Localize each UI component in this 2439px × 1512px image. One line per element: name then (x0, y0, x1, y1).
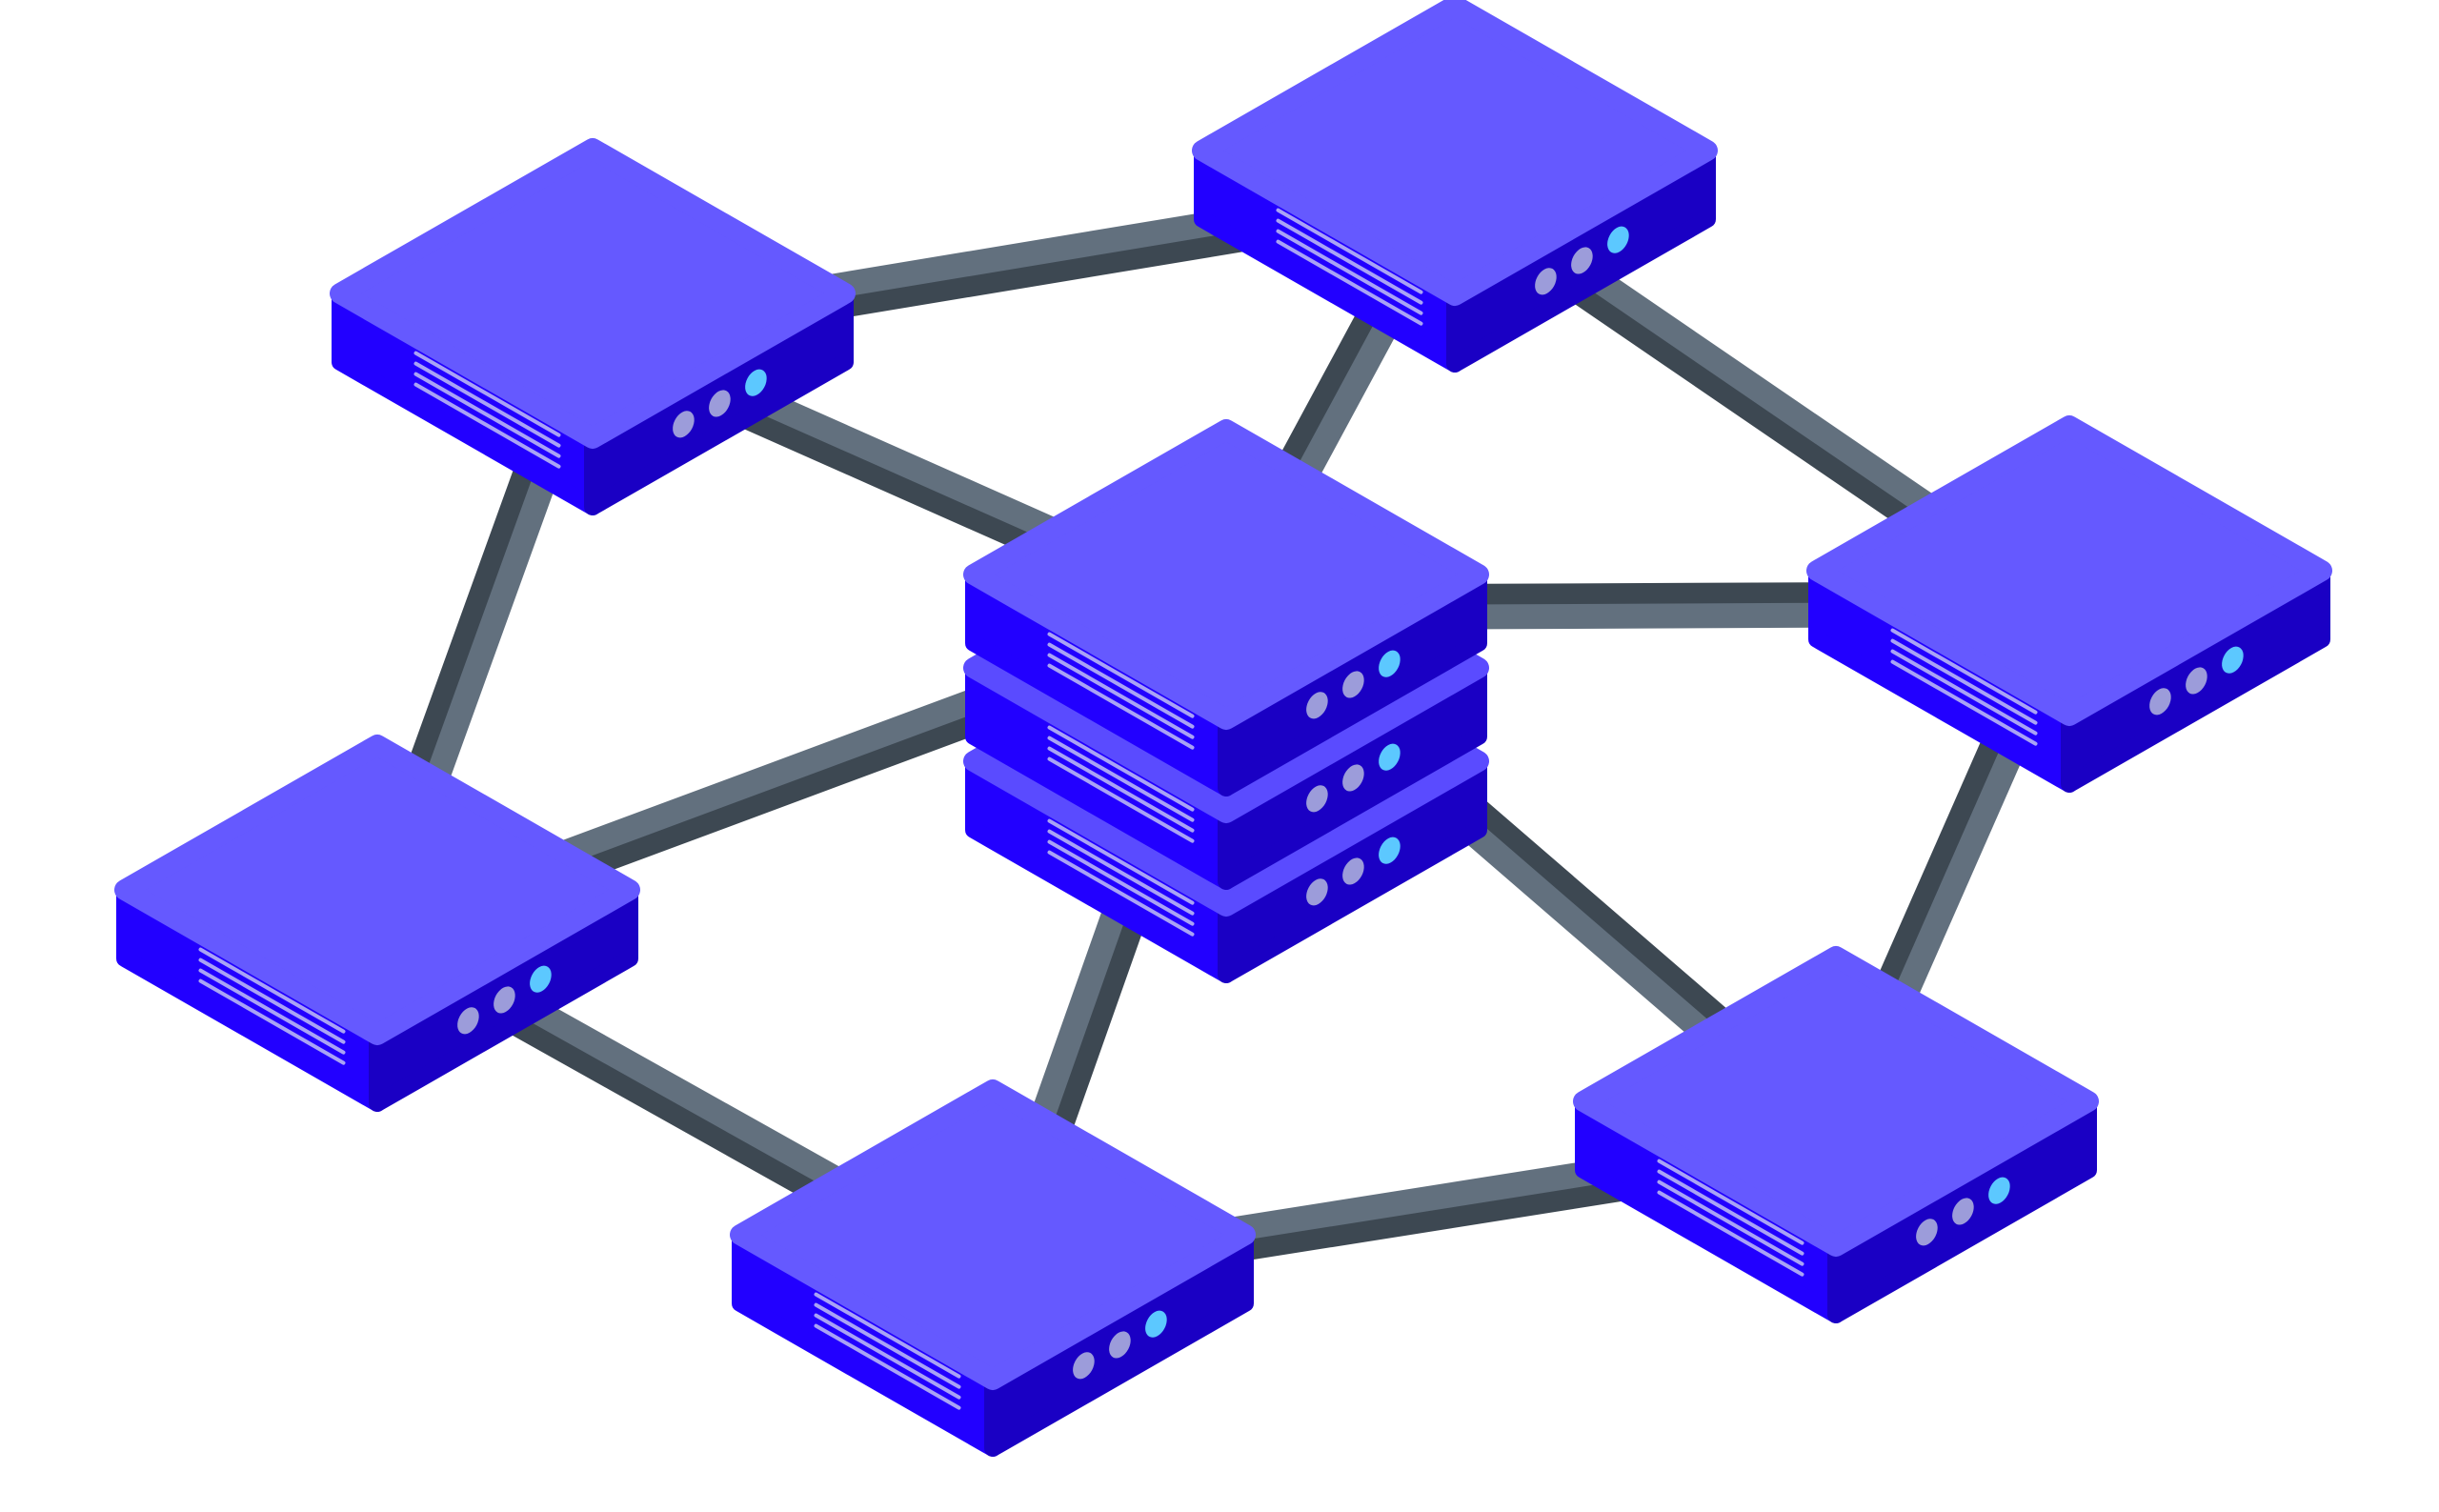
vent-stripe (1890, 638, 2038, 725)
vent-stripe (814, 1302, 961, 1389)
vent-stripe (814, 1292, 961, 1379)
status-led-idle (1073, 1352, 1095, 1380)
vent-stripe (198, 958, 346, 1044)
vent-stripe (198, 978, 346, 1065)
vent-stripe (1047, 642, 1195, 729)
status-led-active (1379, 650, 1401, 677)
vent-stripe (1890, 649, 2038, 736)
status-led-active (1988, 1177, 2010, 1204)
vent-stripe (1047, 746, 1195, 833)
vent-stripe (198, 968, 346, 1055)
status-led-active (2222, 646, 2244, 674)
status-led-active (745, 369, 767, 396)
status-led-idle (2149, 688, 2171, 716)
status-leds (1306, 743, 1401, 813)
vent-stripe (1047, 725, 1195, 812)
status-leds (1535, 226, 1629, 295)
status-leds (457, 965, 552, 1035)
router-icon (730, 1079, 1256, 1457)
vent-stripe (814, 1323, 961, 1410)
status-led-active (1607, 226, 1629, 253)
vent-stripe (413, 351, 561, 437)
status-led-idle (1306, 785, 1328, 813)
status-led-idle (1342, 671, 1364, 698)
vent-stripe (1276, 239, 1423, 326)
device-top-face (963, 419, 1489, 730)
vent-stripe (1047, 632, 1195, 718)
status-led-idle (1952, 1198, 1974, 1225)
status-leds (1306, 837, 1401, 906)
status-led-idle (457, 1007, 479, 1035)
device-top-face (114, 735, 640, 1045)
device-top-face (1806, 415, 2332, 726)
vent-stripe (1657, 1190, 1804, 1277)
status-led-active (1145, 1310, 1167, 1338)
status-leds (1306, 650, 1401, 719)
status-led-idle (673, 411, 695, 438)
vent-stripe (1890, 659, 2038, 746)
router-icon (330, 138, 856, 515)
node-bottom-center (730, 1079, 1256, 1457)
status-led-idle (1109, 1331, 1131, 1359)
status-led-idle (1916, 1219, 1938, 1246)
status-led-active (530, 965, 552, 993)
status-led-idle (1535, 268, 1557, 295)
vent-stripe (1047, 756, 1195, 843)
vent-stripe (814, 1313, 961, 1400)
node-right (1806, 415, 2332, 793)
server-stack-icon (963, 419, 1489, 983)
vent-stripe (1047, 663, 1195, 750)
status-leds (1073, 1310, 1167, 1380)
vent-stripe (1047, 653, 1195, 739)
vent-stripe (413, 382, 561, 469)
status-led-active (1379, 743, 1401, 771)
device-top-face (730, 1079, 1256, 1390)
vent-stripe (198, 947, 346, 1034)
status-led-idle (1342, 764, 1364, 792)
router-icon (1806, 415, 2332, 793)
vent-stripe (1276, 208, 1423, 294)
status-leds (2149, 646, 2244, 716)
vent-stripe (1047, 839, 1195, 926)
node-bottom-right (1573, 946, 2099, 1323)
status-led-idle (2186, 667, 2207, 695)
vent-stripe (413, 361, 561, 448)
vent-stripe (1276, 229, 1423, 315)
status-led-idle (709, 390, 731, 417)
vent-stripe (1276, 218, 1423, 305)
vent-stripe (1047, 736, 1195, 822)
vent-stripe (413, 372, 561, 458)
vent-stripe (1657, 1159, 1804, 1245)
vent-stripe (1047, 850, 1195, 937)
vent-stripe (1657, 1179, 1804, 1266)
status-leds (1916, 1177, 2010, 1246)
status-led-idle (1306, 878, 1328, 906)
node-top-left (330, 138, 856, 515)
status-led-active (1379, 837, 1401, 864)
device-top-face (1192, 0, 1718, 306)
router-icon (114, 735, 640, 1112)
vent-stripe (1047, 818, 1195, 905)
device-top-face (330, 138, 856, 449)
status-led-idle (1306, 692, 1328, 719)
vent-stripe (1047, 829, 1195, 916)
status-leds (673, 369, 767, 438)
status-led-idle (1571, 247, 1593, 274)
vent-stripe (1890, 628, 2038, 715)
nodes-layer (114, 0, 2332, 1457)
central-server (963, 419, 1489, 983)
device-top-face (1573, 946, 2099, 1257)
status-led-idle (494, 986, 515, 1014)
router-icon (1192, 0, 1718, 373)
router-icon (1573, 946, 2099, 1323)
node-left (114, 735, 640, 1112)
status-led-idle (1342, 857, 1364, 885)
node-top-right (1192, 0, 1718, 373)
vent-stripe (1657, 1169, 1804, 1256)
